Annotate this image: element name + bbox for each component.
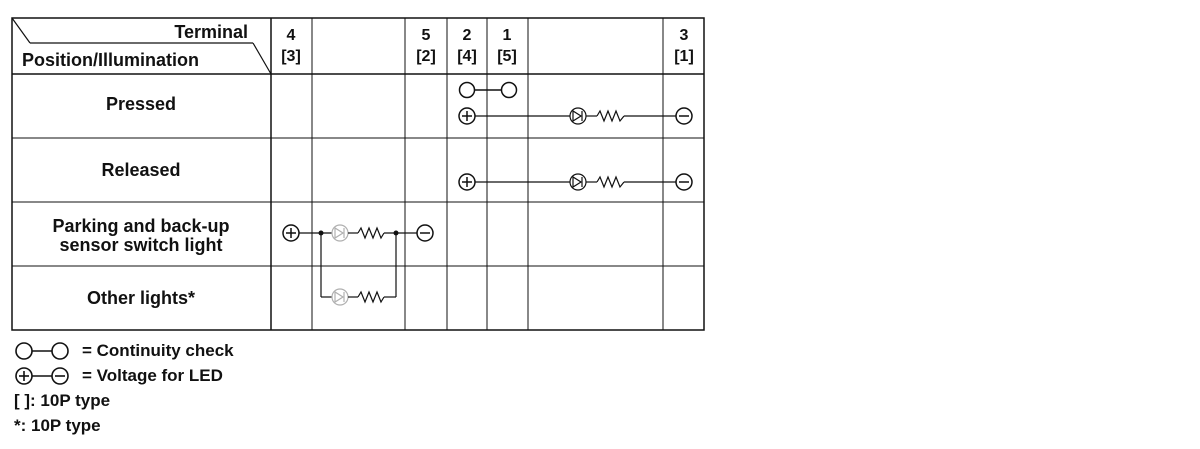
legend-voltage-text: = Voltage for LED xyxy=(82,366,223,385)
continuity-link-pressed xyxy=(458,81,518,99)
legend-continuity: = Continuity check xyxy=(14,338,414,363)
position-header: Position/Illumination xyxy=(22,50,199,70)
terminal-number: 2 xyxy=(463,27,472,44)
legend-bracket-note: [ ]: 10P type xyxy=(14,391,111,410)
terminal-header: Terminal xyxy=(174,22,248,42)
terminal-number: 5 xyxy=(422,27,431,44)
terminal-number: 3 xyxy=(680,27,689,44)
legend-continuity-text: = Continuity check xyxy=(82,341,234,360)
row-label-parking-line1: Parking and back-up xyxy=(52,216,229,236)
resistor-icon xyxy=(596,175,625,189)
row-label-other-lights: Other lights* xyxy=(87,288,195,308)
row-label-parking-line2: sensor switch light xyxy=(59,235,222,255)
continuity-symbol-icon xyxy=(15,341,69,360)
led-icon xyxy=(331,288,349,306)
legend: = Continuity check = Voltage for LED [ ]… xyxy=(14,338,414,438)
open-circle-icon xyxy=(458,81,476,99)
legend-voltage: = Voltage for LED xyxy=(14,363,414,388)
led-icon xyxy=(331,224,349,242)
terminal-number: 4 xyxy=(287,27,296,44)
terminal-number-10p: [2] xyxy=(416,48,436,65)
led-icon xyxy=(569,107,587,125)
open-circle-icon xyxy=(500,81,518,99)
resistor-icon xyxy=(357,226,385,240)
terminal-number-10p: [1] xyxy=(674,48,694,65)
row-label-pressed: Pressed xyxy=(106,94,176,114)
header-diagonal xyxy=(11,17,31,44)
header-diagonal xyxy=(252,42,272,75)
resistor-icon xyxy=(596,109,625,123)
led-circuit-pressed xyxy=(458,107,693,125)
row-label-released: Released xyxy=(101,160,180,180)
legend-asterisk-note: *: 10P type xyxy=(14,416,101,435)
voltage-symbol-icon xyxy=(15,366,69,385)
terminal-number-10p: [5] xyxy=(497,48,517,65)
led-icon xyxy=(569,173,587,191)
terminal-table: Terminal Position/Illumination 4 [3] 5 [… xyxy=(11,17,705,331)
led-circuit-released xyxy=(458,173,693,191)
terminal-number-10p: [4] xyxy=(457,48,477,65)
table-border xyxy=(11,17,705,331)
terminal-number: 1 xyxy=(503,27,512,44)
terminal-number-10p: [3] xyxy=(281,48,301,65)
illumination-circuit xyxy=(282,224,434,306)
resistor-icon xyxy=(357,290,385,304)
